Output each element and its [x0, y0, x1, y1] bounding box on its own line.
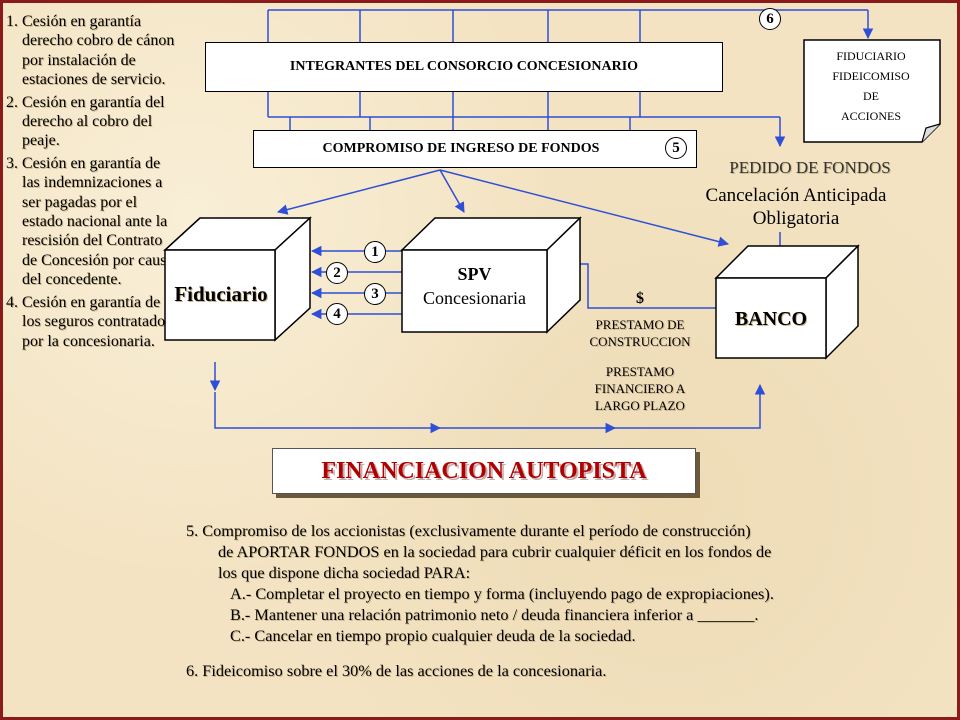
guarantee-item-2: 2. Cesión en garantía del derecho al cob… [6, 93, 165, 150]
fideicomiso-line: FIDUCIARIO [836, 49, 906, 63]
fideicomiso-line: FIDEICOMISO [832, 69, 910, 83]
spv-title: SPV [457, 264, 492, 284]
step-6-badge: 6 [759, 8, 781, 30]
fiduciario-cube [163, 216, 312, 342]
notes-section: 5. Compromiso de los accionistas (exclus… [186, 520, 956, 681]
note-5-c: C.- Cancelar en tiempo propio cualquier … [230, 626, 636, 645]
cancelacion-label: Cancelación Anticipada Obligatoria [676, 184, 916, 230]
cancelacion-line-2: Obligatoria [752, 208, 840, 229]
step-5-badge: 5 [665, 137, 687, 159]
step-2-badge: 2 [326, 262, 348, 284]
integrantes-box: INTEGRANTES DEL CONSORCIO CONCESIONARIO [205, 42, 723, 92]
prestamo-construccion-line: CONSTRUCCION [589, 334, 691, 349]
spv-cube [400, 216, 582, 334]
step-1-badge: 1 [364, 241, 386, 263]
title-box: FINANCIACION AUTOPISTA [272, 448, 696, 494]
note-5-b: B.- Mantener una relación patrimonio net… [230, 605, 759, 624]
spv-subtitle: Concesionaria [423, 288, 526, 308]
fideicomiso-text: FIDUCIARIO FIDEICOMISO DE ACCIONES [804, 46, 938, 126]
guarantee-item-4: 4. Cesión en garantía de los seguros con… [6, 293, 172, 350]
integrantes-label: INTEGRANTES DEL CONSORCIO CONCESIONARIO [289, 59, 639, 74]
dollar-sign: $ [636, 290, 644, 307]
arrow-to-fiduciario [276, 169, 441, 215]
note-6: 6. Fideicomiso sobre el 30% de las accio… [186, 661, 607, 680]
fideicomiso-line: ACCIONES [840, 109, 901, 123]
prestamo-financiero: PRESTAMO FINANCIERO A LARGO PLAZO [560, 363, 720, 414]
cancelacion-line-1: Cancelación Anticipada [705, 185, 887, 206]
prestamo-construccion-line: PRESTAMO DE [595, 317, 685, 332]
step-3-badge: 3 [364, 283, 386, 305]
note-5-a: A.- Completar el proyecto en tiempo y fo… [230, 584, 774, 603]
banco-label: BANCO [734, 308, 808, 330]
compromiso-label: COMPROMISO DE INGRESO DE FONDOS [322, 141, 600, 156]
step-4-badge: 4 [326, 303, 348, 325]
fideicomiso-document [803, 39, 941, 143]
fideicomiso-line: DE [863, 89, 879, 103]
arrow-to-banco [439, 169, 730, 247]
note-5-line-2: de APORTAR FONDOS en la sociedad para cu… [218, 542, 772, 561]
guarantee-item-3: 3. Cesión en garantía de las indemnizaci… [6, 154, 174, 289]
prestamo-construccion: PRESTAMO DE CONSTRUCCION [560, 316, 720, 350]
note-5-line-1: 5. Compromiso de los accionistas (exclus… [186, 521, 751, 540]
note-5-line-3: los que dispone dicha sociedad PARA: [218, 563, 471, 582]
page-title: FINANCIACION AUTOPISTA [321, 457, 647, 484]
pedido-label: PEDIDO DE FONDOS [729, 158, 891, 177]
arrow-to-spv [439, 169, 465, 213]
guarantee-item-1: 1. Cesión en garantía derecho cobro de c… [6, 13, 175, 89]
banco-cube [714, 244, 860, 360]
guarantee-list: 1. Cesión en garantía derecho cobro de c… [6, 12, 176, 354]
prestamo-financiero-line: PRESTAMO [605, 364, 675, 379]
prestamo-financiero-line: FINANCIERO A [594, 381, 686, 396]
fiduciario-label: Fiduciario [174, 282, 268, 306]
arrow-fiduciario-banco [214, 383, 766, 429]
compromiso-box: COMPROMISO DE INGRESO DE FONDOS [253, 130, 697, 168]
spv-label: SPV Concesionaria [402, 262, 547, 310]
prestamo-financiero-line: LARGO PLAZO [595, 398, 685, 413]
